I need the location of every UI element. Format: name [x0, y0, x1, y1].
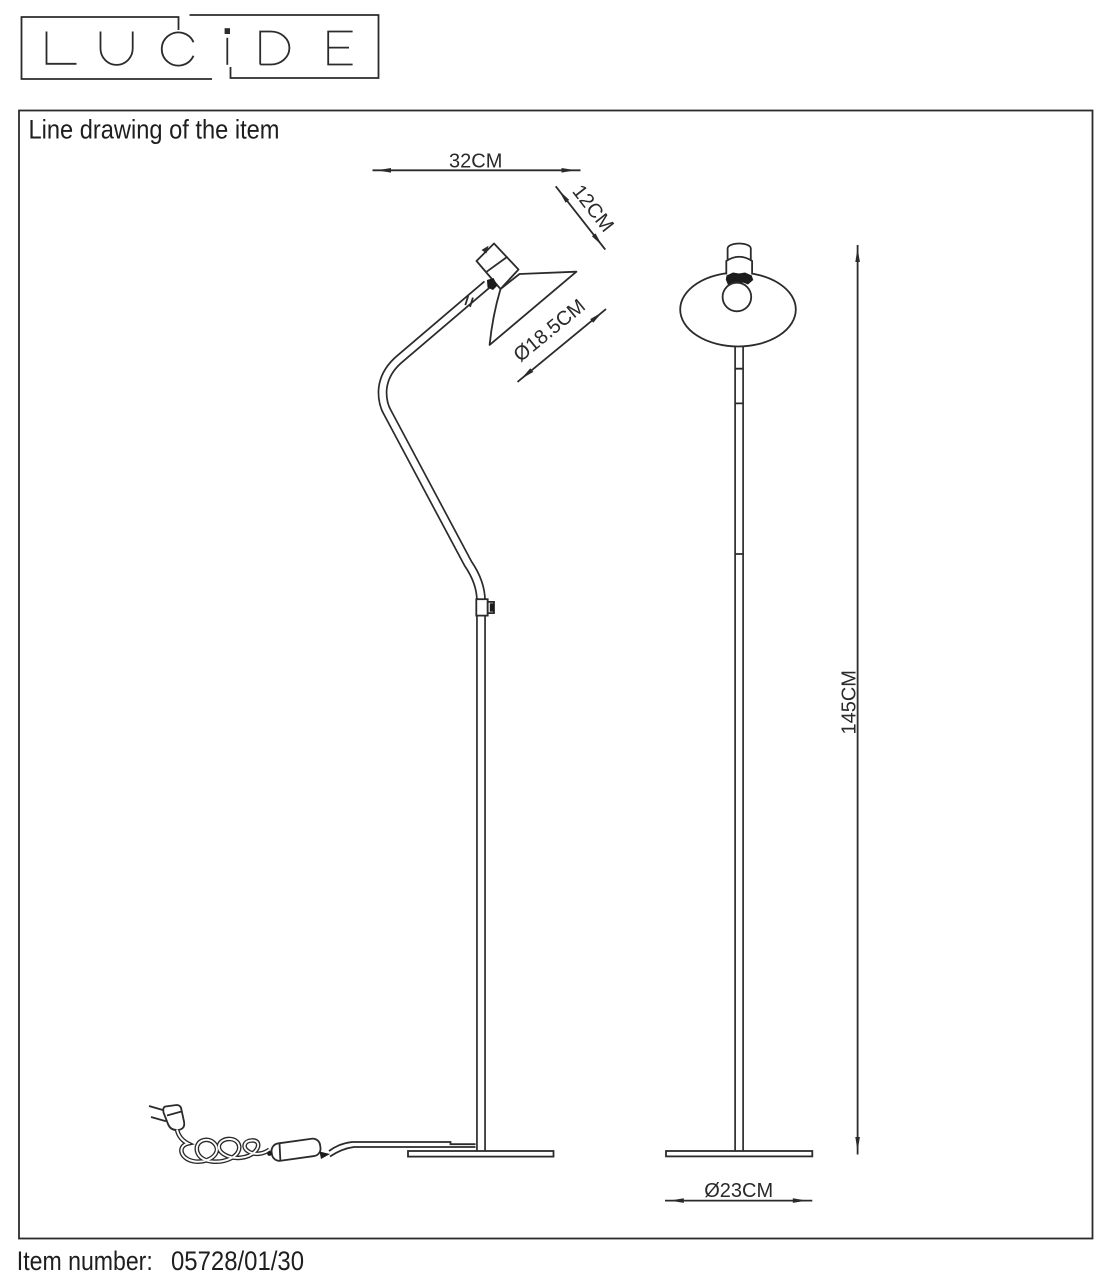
arrowhead-bottom-icon [855, 1137, 860, 1151]
arrowhead-top-icon [855, 248, 860, 262]
dimension-label-23cm: Ø23CM [704, 1180, 773, 1202]
base-plate-side [407, 1150, 555, 1158]
cable-coil [174, 1128, 271, 1164]
drawing-frame [18, 109, 1094, 1240]
item-number-value: 05728/01/30 [171, 1246, 304, 1276]
arm-joint-collar [464, 295, 474, 308]
arrowhead-lower-icon [591, 233, 603, 246]
logo-box-left [20, 16, 212, 80]
arrowhead-lower-icon [521, 368, 534, 379]
cord-connector [319, 1151, 330, 1159]
arrowhead-upper-icon [590, 312, 603, 323]
front-view-lamp: front view [665, 242, 814, 1158]
plug-seam [166, 1110, 182, 1117]
arrowhead-right-icon [561, 168, 576, 173]
cord-line-top [328, 1141, 476, 1152]
lamp-shade-side [488, 270, 578, 346]
logo-letters [45, 28, 353, 67]
dimension-label-145cm: 145CM [839, 670, 861, 734]
cord-line-bottom [329, 1146, 476, 1158]
item-number-row: Item number: 05728/01/30 [17, 1246, 304, 1276]
lamp-socket-front [725, 242, 753, 275]
side-view-lamp: side view [148, 242, 578, 1164]
light-bulb [721, 281, 753, 313]
arrowhead-left-icon [669, 1198, 684, 1203]
arm-hinge [487, 278, 498, 290]
power-cord-assembly [148, 1104, 476, 1164]
arrowhead-upper-icon [558, 190, 570, 203]
item-number-label: Item number: [17, 1246, 153, 1276]
dimension-total-height: 145CM [839, 245, 861, 1155]
pole-switch-side [475, 598, 495, 617]
pole-joints [734, 367, 744, 555]
plug-prongs [148, 1105, 167, 1123]
base-plate-front [665, 1150, 814, 1158]
drawing-title: Line drawing of the item [29, 115, 280, 145]
logo-box-right [189, 14, 380, 79]
arrowhead-left-icon [377, 168, 391, 173]
dimension-label-32cm: 32CM [449, 150, 502, 172]
lamp-pole-front [734, 346, 744, 1151]
dimension-horizontal-reach: 32CM [372, 150, 581, 173]
lamp-arm-and-pole [377, 280, 491, 1151]
lamp-socket-side [475, 242, 520, 290]
cord-junction [267, 1151, 272, 1156]
dimension-base-diameter: Ø23CM [665, 1180, 813, 1203]
arrowhead-right-icon [792, 1198, 807, 1203]
lucide-logo: LUCIDE [20, 14, 380, 80]
